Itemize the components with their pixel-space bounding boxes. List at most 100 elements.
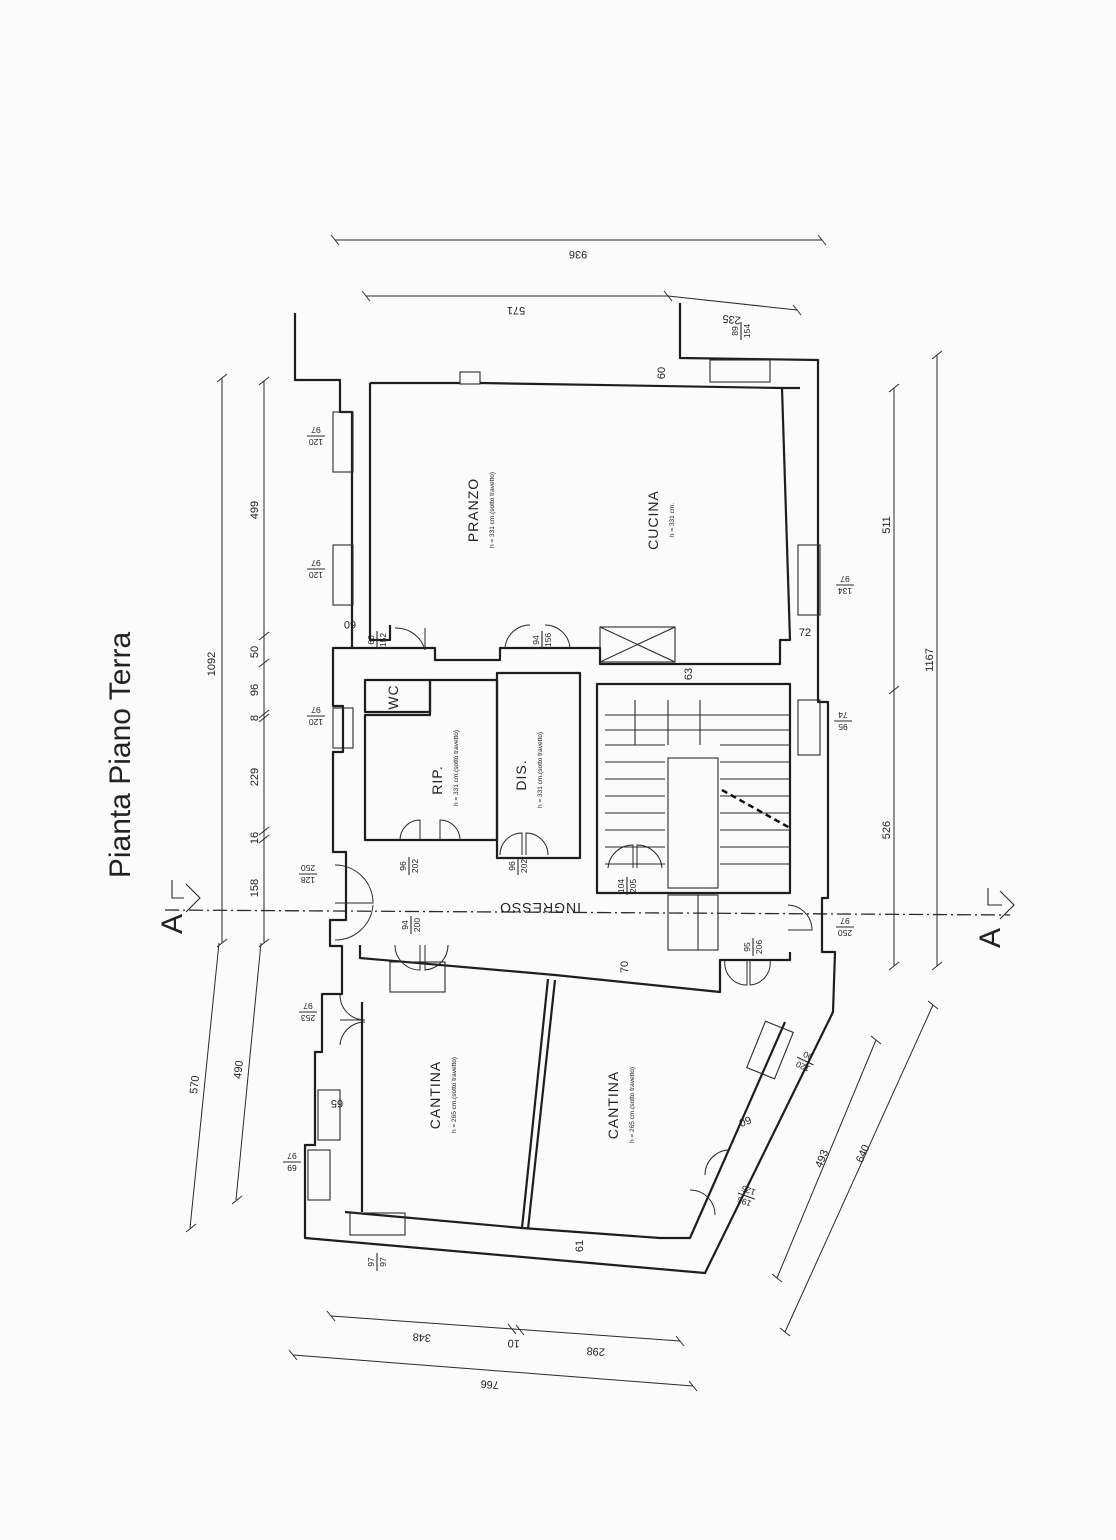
opening-width: 120: [309, 570, 323, 580]
top-dimensions: 936 571 235: [330, 234, 827, 326]
room-name-cucina: CUCINA: [645, 490, 661, 550]
opening-height: 206: [754, 940, 764, 954]
opening-height: 74: [838, 710, 848, 720]
opening-height: 97: [287, 1151, 297, 1161]
room-height-cucina: h = 331 cm.: [669, 503, 676, 537]
opening-width: 120: [309, 717, 323, 727]
room-height-rip: h = 331 cm.(sotto travetto): [453, 730, 460, 806]
opening-width: 95: [838, 722, 848, 732]
stairs: [605, 700, 791, 951]
opening-width: 253: [301, 1013, 315, 1023]
dim-right-partial-1: 511: [881, 516, 893, 534]
opening-width: 94: [400, 920, 410, 930]
opening-height: 152: [378, 633, 388, 647]
dim-bottom-chain-2: 10: [507, 1337, 520, 1350]
room-height-pranzo: h = 331 cm.(sotto travetto): [489, 472, 496, 548]
wall-thickness-3: 72: [799, 627, 811, 639]
dim-left-chain-5: 229: [249, 768, 261, 786]
wall-thickness-5: 70: [619, 961, 631, 973]
dim-bottom-chain-1: 348: [412, 1330, 431, 1343]
dim-diag-outer: 640: [854, 1143, 872, 1165]
dim-right-overall: 1167: [924, 648, 936, 672]
opening-height: 90: [801, 1049, 814, 1062]
wall-thickness-labels: 60 60 72 63 70 65 60 61: [331, 367, 811, 1252]
opening-height: 97: [378, 1257, 388, 1267]
opening-width: 196: [736, 1194, 753, 1208]
dim-right-partial-2: 526: [881, 821, 893, 839]
dim-left-chain-2: 50: [249, 646, 261, 658]
interior-partitions: [352, 646, 792, 1230]
room-name-cantina-2: CANTINA: [605, 1071, 621, 1139]
opening-height: 97: [311, 558, 321, 568]
opening-width: 66: [366, 635, 376, 645]
section-mark-right: A: [974, 928, 1007, 948]
room-name-dis: DIS.: [513, 759, 529, 790]
opening-width: 95: [742, 942, 752, 952]
room-name-rip: RIP.: [429, 765, 445, 794]
opening-width: 97: [366, 1257, 376, 1267]
opening-width: 250: [838, 928, 852, 938]
dim-left-chain-3: 96: [249, 684, 261, 696]
room-name-ingresso: INGRESSO: [499, 900, 581, 916]
doors: [334, 371, 813, 1236]
opening-height: 97: [311, 705, 321, 715]
dim-diag-inner: 493: [813, 1148, 831, 1170]
dim-bottom-chain-3: 298: [586, 1344, 605, 1357]
opening-height: 97: [303, 1001, 313, 1011]
dim-left-lower: 490: [232, 1060, 246, 1080]
opening-height: 156: [543, 633, 553, 647]
opening-width: 128: [301, 875, 315, 885]
room-height-dis: h = 331 cm.(sotto travetto): [537, 732, 544, 808]
opening-width: 104: [616, 879, 626, 893]
opening-height: 125: [740, 1183, 757, 1197]
room-height-cantina-2: h = 265 cm.(sotto travetto): [629, 1067, 636, 1143]
wall-thickness-1: 60: [656, 367, 668, 379]
opening-height: 200: [412, 918, 422, 932]
dim-top-partial-1: 571: [507, 304, 525, 316]
opening-width: 89: [730, 326, 740, 336]
opening-width: 96: [507, 861, 517, 871]
opening-height: 202: [410, 859, 420, 873]
wall-thickness-8: 61: [574, 1240, 586, 1252]
wall-thickness-4: 63: [683, 668, 695, 680]
opening-width: 96: [398, 861, 408, 871]
opening-fraction-bar: [737, 1192, 755, 1200]
dim-left-chain-4: 8: [249, 715, 261, 721]
dim-left-overall-2: 570: [188, 1075, 202, 1095]
room-labels: PRANZO h = 331 cm.(sotto travetto) CUCIN…: [385, 472, 676, 1143]
dim-top-partial-2: 235: [722, 312, 742, 326]
opening-height: 97: [311, 425, 321, 435]
opening-height: 154: [742, 324, 752, 338]
opening-width: 94: [531, 635, 541, 645]
opening-height: 202: [519, 859, 529, 873]
opening-height: 97: [840, 574, 850, 584]
plan-title: Pianta Piano Terra: [104, 632, 137, 879]
room-name-cantina-1: CANTINA: [427, 1061, 443, 1129]
outer-walls: [293, 303, 837, 1275]
section-axis: A A: [156, 880, 1015, 948]
opening-fraction-bar: [797, 1056, 814, 1066]
opening-height: 250: [301, 863, 315, 873]
room-height-cantina-1: h = 265 cm.(sotto travetto): [451, 1057, 458, 1133]
opening-height: 205: [628, 879, 638, 893]
section-mark-left: A: [156, 914, 189, 934]
opening-width: 120: [309, 437, 323, 447]
